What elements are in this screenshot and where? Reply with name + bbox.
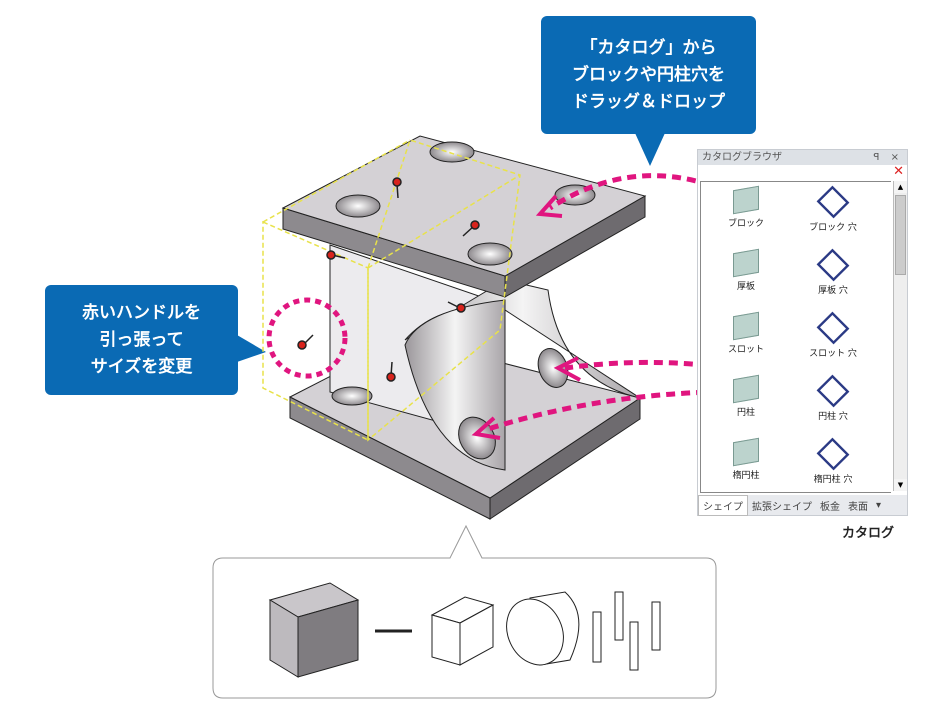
- catalog-item[interactable]: 厚板 穴: [793, 248, 873, 296]
- block-hole-icon: [816, 185, 850, 219]
- catalog-item-label: 厚板: [736, 282, 755, 292]
- tab-shape[interactable]: シェイプ: [698, 494, 748, 516]
- catalog-browser: カタログブラウザ ꟼ × ✕ ブロック ブロック 穴厚板 厚板 穴スロット スロット 穴…: [697, 149, 908, 516]
- catalog-item[interactable]: 楕円柱 穴: [793, 437, 873, 485]
- catalog-item[interactable]: 楕円柱: [706, 437, 786, 481]
- catalog-item[interactable]: スロット: [706, 311, 786, 355]
- catalog-caption: カタログ: [842, 526, 895, 541]
- tab-more-icon[interactable]: ▾: [876, 499, 882, 511]
- catalog-item-label: 楕円柱 穴: [813, 475, 853, 485]
- cylinder-icon: [733, 374, 759, 404]
- catalog-item-label: ブロック: [727, 219, 764, 229]
- slot-hole-icon: [816, 311, 850, 345]
- catalog-item[interactable]: 厚板: [706, 248, 786, 292]
- catalog-item-label: 楕円柱: [732, 471, 760, 481]
- scroll-up-icon[interactable]: ▲: [894, 181, 907, 193]
- box-outline-icon: [430, 596, 495, 666]
- tab-extended-shape[interactable]: 拡張シェイプ: [752, 501, 812, 513]
- catalog-item[interactable]: スロット 穴: [793, 311, 873, 359]
- catalog-item-label: 円柱 穴: [818, 412, 848, 422]
- scroll-thumb[interactable]: [895, 195, 906, 275]
- callout-line: 赤いハンドルを: [82, 302, 201, 323]
- pin-close-controls[interactable]: ꟼ ×: [873, 152, 903, 163]
- catalog-tabs: シェイプ 拡張シェイプ 板金 表面 ▾: [698, 494, 907, 516]
- callout-line: 「カタログ」から: [580, 37, 717, 58]
- elliptic-cylinder-icon: [733, 437, 759, 467]
- catalog-item[interactable]: 円柱 穴: [793, 374, 873, 422]
- red-handles[interactable]: [297, 177, 480, 382]
- tab-sheet-metal[interactable]: 板金: [820, 501, 840, 513]
- catalog-title: カタログブラウザ: [702, 152, 782, 163]
- pins-outline-icon: [592, 591, 661, 671]
- catalog-item[interactable]: 円柱: [706, 374, 786, 418]
- catalog-item[interactable]: ブロック 穴: [793, 185, 873, 233]
- catalog-item-label: スロット: [727, 345, 764, 355]
- catalog-grid: ブロック ブロック 穴厚板 厚板 穴スロット スロット 穴円柱 円柱 穴楕円柱 楕円柱 穴: [700, 181, 891, 493]
- tab-surface[interactable]: 表面: [848, 501, 868, 513]
- plate-hole-icon: [816, 248, 850, 282]
- callout-line: 引っ張って: [99, 329, 184, 350]
- cylinder-hole-icon: [816, 374, 850, 408]
- 3d-part: [281, 135, 647, 520]
- callout-left-pointer: [237, 335, 266, 362]
- scrollbar[interactable]: ▲ ▼: [893, 181, 907, 491]
- close-icon[interactable]: ✕: [893, 164, 904, 179]
- callout-resize: 赤いハンドルを 引っ張って サイズを変更: [45, 285, 238, 395]
- callout-line: ブロックや円柱穴を: [572, 64, 725, 85]
- callout-line: サイズを変更: [90, 356, 193, 377]
- catalog-item[interactable]: ブロック: [706, 185, 786, 229]
- plate-icon: [733, 248, 759, 278]
- cube-solid-icon: [268, 582, 360, 678]
- slot-icon: [733, 311, 759, 341]
- catalog-item-label: ブロック 穴: [809, 223, 857, 233]
- highlight-circle: [266, 297, 348, 379]
- elliptic-cylinder-hole-icon: [816, 437, 850, 471]
- callout-line: ドラッグ＆ドロップ: [572, 91, 725, 112]
- catalog-item-label: 厚板 穴: [818, 286, 848, 296]
- catalog-item-label: 円柱: [736, 408, 755, 418]
- catalog-item-label: スロット 穴: [809, 349, 857, 359]
- block-icon: [733, 185, 759, 215]
- scroll-down-icon[interactable]: ▼: [894, 479, 907, 491]
- callout-top-pointer: [635, 133, 665, 166]
- cylinder-outline-icon: [506, 591, 580, 666]
- callout-drag-drop: 「カタログ」から ブロックや円柱穴を ドラッグ＆ドロップ: [541, 16, 756, 134]
